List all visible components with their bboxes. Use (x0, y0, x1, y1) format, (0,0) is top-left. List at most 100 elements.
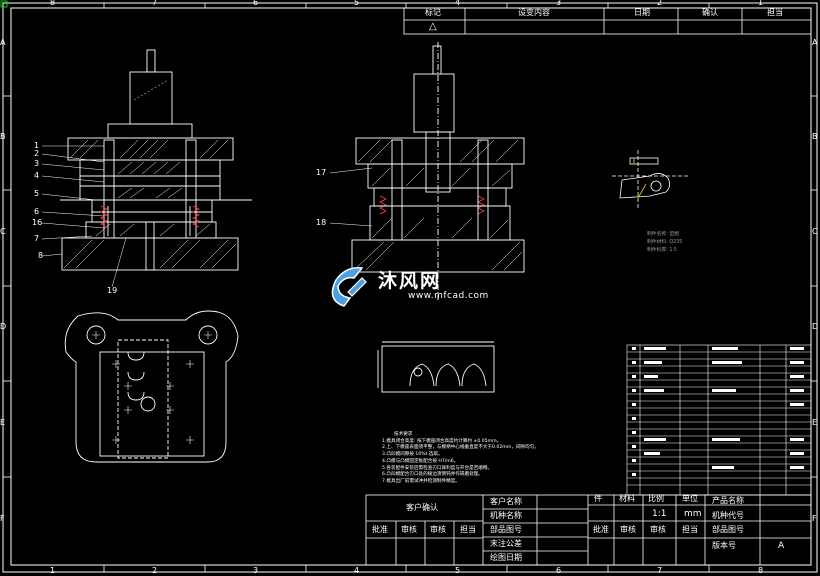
ruler-right-label: A (812, 38, 818, 47)
callout-number: 5 (34, 189, 40, 198)
revision-block-grid (403, 7, 812, 35)
spec-line-material: 制件材料: Q235 (647, 240, 683, 245)
spec-line-thickness: 制件料厚: 1.5 (647, 248, 677, 253)
ruler-top-label: 4 (455, 0, 461, 7)
ruler-left-label: D (0, 322, 7, 331)
callout-number: 7 (34, 234, 40, 243)
model-code-label: 机种代号 (712, 511, 744, 520)
header-unit: 单位 (682, 494, 698, 503)
technical-requirement-line: 6.凸凹模配合刃口处的棱边须倒钝并作研磨处理。 (382, 472, 483, 478)
ruler-bottom-label: 4 (354, 566, 360, 575)
callout-number: 1 (34, 141, 40, 150)
part-no-label: 部品图号 (712, 525, 744, 534)
technical-requirement-line: 4.凸模与凸模固定板配合按 H7/m6。 (382, 458, 459, 464)
callout-leaders (41, 145, 373, 288)
callout-number: 3 (34, 159, 40, 168)
front-section-view (60, 49, 252, 271)
header-scale: 比例 (648, 494, 664, 503)
revision-header-date: 日期 (634, 8, 650, 17)
revision-triangle-icon: △ (429, 21, 437, 32)
ruler-top-label: 1 (758, 0, 764, 7)
callout-number: 2 (34, 149, 40, 158)
strip-layout (377, 341, 495, 393)
ruler-left-label: C (0, 227, 6, 236)
role-review-right: 审核 (650, 525, 666, 534)
revision-header-owner: 担当 (767, 8, 783, 17)
technical-requirements-title: 技术要求 (394, 432, 413, 437)
watermark-text: 沐风网 (378, 270, 442, 292)
ruler-top-label: 3 (556, 0, 562, 7)
spec-line-name: 制件名称: 垫圈 (647, 232, 679, 237)
front-section-hatching (63, 79, 237, 269)
callout-number: 4 (34, 171, 40, 180)
revision-header-confirm: 确认 (702, 8, 718, 17)
spring-coils (100, 195, 485, 228)
role-review-left: 审核 (401, 525, 417, 534)
watermark-logo-icon (331, 267, 367, 307)
ruler-bottom-label: 3 (253, 566, 259, 575)
ruler-right-label: B (812, 132, 818, 141)
callout-number: 8 (38, 251, 44, 260)
role-owner-left: 担当 (460, 525, 476, 534)
technical-requirement-line: 7.模具出厂前需试冲并检测制件精度。 (382, 478, 460, 484)
ruler-bottom-label: 6 (556, 566, 562, 575)
part-spec-note: 制件名称: 垫圈 制件材料: Q235 制件料厚: 1.5 (647, 231, 682, 255)
role-review-left: 审核 (430, 525, 446, 534)
role-owner-right: 担当 (682, 525, 698, 534)
corner-marker (0, 0, 8, 8)
customer-confirm-label: 客户确认 (406, 503, 438, 512)
title-block-grid (365, 494, 812, 566)
technical-requirement-line: 1.模具闭合高度: 按下模座闭合高度约计算约 ±0.05mm。 (382, 438, 502, 444)
callout-number: 19 (107, 286, 118, 295)
ruler-left-label: B (0, 132, 6, 141)
technical-requirement-line: 5.各装配件安装后需检查刃口锋利度与开合是否顺畅。 (382, 465, 493, 471)
side-section-hatching (353, 139, 523, 271)
scale-value: 1:1 (652, 509, 667, 519)
technical-requirement-line: 3.凸凹模间隙按 10%t 选取。 (382, 452, 443, 458)
part-detail-accent (633, 158, 647, 199)
unit-value: mm (684, 509, 702, 519)
plan-view-crosses (92, 331, 212, 444)
header-material: 材料 (619, 494, 635, 503)
revision-header-mark: 标记 (425, 8, 441, 17)
ruler-bottom-label: 2 (152, 566, 158, 575)
ruler-bottom-label: 1 (50, 566, 56, 575)
plan-view (64, 310, 239, 463)
technical-requirements: 技术要求 1.模具闭合高度: 按下模座闭合高度约计算约 ±0.05mm。 2.上… (382, 432, 539, 486)
ruler-top-label: 8 (50, 0, 56, 7)
technical-requirement-line: 2.上、下模座表面须平整，与模柄中心线垂直度不大于0.02mm，间隙均匀。 (382, 445, 539, 451)
ruler-top-label: 7 (152, 0, 158, 7)
ruler-bottom-label: 8 (758, 566, 764, 575)
product-name-label: 产品名称 (712, 496, 744, 505)
ruler-bottom-label: 5 (455, 566, 461, 575)
role-approve-left: 批准 (372, 525, 388, 534)
ruler-right-label: C (812, 227, 818, 236)
version-value: A (778, 541, 785, 551)
role-approve-right: 批准 (593, 525, 609, 534)
header-piece: 件 (594, 494, 602, 503)
bill-of-materials-table (626, 344, 812, 496)
revision-header-content: 设变内容 (518, 8, 550, 17)
general-tolerance-label: 末注公差 (490, 539, 522, 548)
customer-name-label: 客户名称 (490, 497, 522, 506)
version-label: 版本号 (712, 541, 736, 550)
part-drawing-no-label: 部品图号 (490, 525, 522, 534)
role-review-right: 审核 (620, 525, 636, 534)
ruler-right-label: D (812, 322, 819, 331)
ruler-top-label: 6 (253, 0, 259, 7)
ruler-top-label: 2 (657, 0, 663, 7)
ruler-right-label: E (812, 418, 818, 427)
ruler-top-label: 5 (354, 0, 360, 7)
drawing-date-label: 绘图日期 (490, 553, 522, 562)
ruler-bottom-label: 7 (657, 566, 663, 575)
ruler-left-label: A (0, 38, 6, 47)
callout-number: 17 (316, 168, 327, 177)
bom-table-entries (632, 347, 804, 476)
part-detail (612, 150, 690, 210)
callout-number: 16 (32, 218, 43, 227)
watermark-url: www.mfcad.com (408, 291, 489, 301)
ruler-left-label: E (0, 418, 6, 427)
callout-number: 18 (316, 218, 327, 227)
callout-number: 6 (34, 207, 40, 216)
